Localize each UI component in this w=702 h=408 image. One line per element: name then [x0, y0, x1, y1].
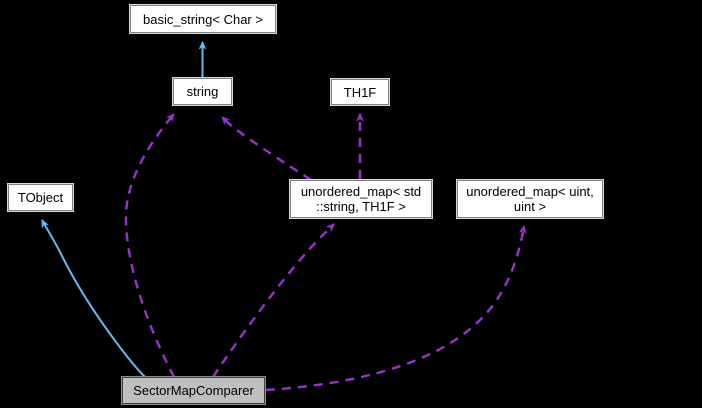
edge-umap-string-th1f-to-string — [221, 116, 312, 182]
edge-sectormapcomparer-to-umap-uint-uint — [265, 224, 527, 392]
edge-sectormapcomparer-to-string — [124, 113, 176, 378]
node-unordered-map-string-th1f-label: unordered_map< std ::string, TH1F > — [300, 184, 422, 214]
node-tobject-label: TObject — [17, 190, 64, 205]
node-tobject[interactable]: TObject — [7, 183, 74, 212]
node-sectormapcomparer-label: SectorMapComparer — [133, 383, 254, 398]
node-basic-string[interactable]: basic_string< Char > — [129, 4, 277, 34]
edge-sectormapcomparer-to-umap-string-th1f — [211, 223, 335, 378]
node-unordered-map-uint-uint-label: unordered_map< uint, uint > — [466, 184, 594, 214]
node-th1f-label: TH1F — [343, 84, 377, 100]
node-unordered-map-string-th1f[interactable]: unordered_map< std ::string, TH1F > — [289, 179, 433, 219]
edge-sectormapcomparer-to-tobject — [41, 219, 146, 378]
node-string-label: string — [186, 84, 219, 99]
node-basic-string-label: basic_string< Char > — [143, 11, 263, 27]
node-unordered-map-uint-uint[interactable]: unordered_map< uint, uint > — [456, 179, 604, 219]
node-th1f[interactable]: TH1F — [330, 78, 390, 106]
node-string[interactable]: string — [172, 77, 233, 106]
node-sectormapcomparer[interactable]: SectorMapComparer — [121, 376, 266, 405]
